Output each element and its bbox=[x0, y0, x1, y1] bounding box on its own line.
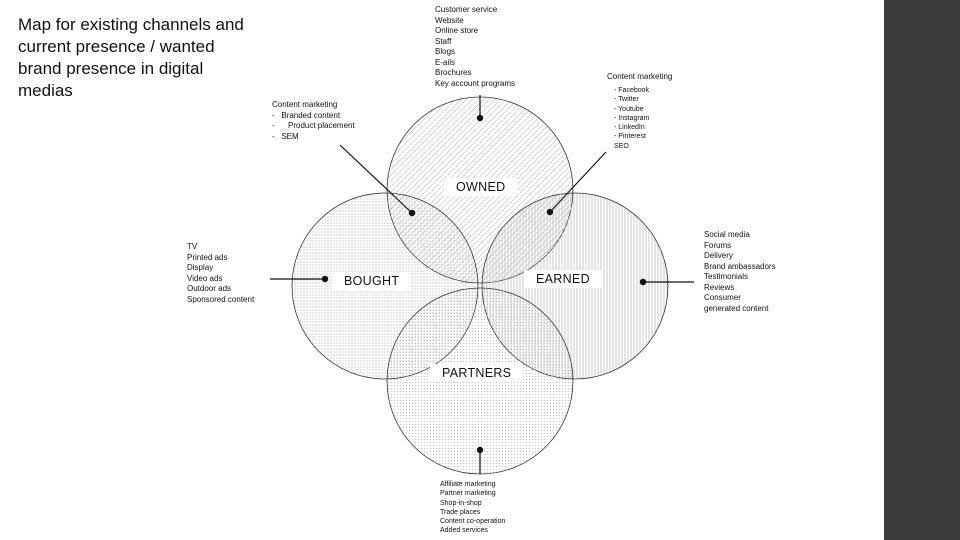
list-item: TV bbox=[187, 242, 198, 251]
list-item: Partner marketing bbox=[440, 490, 496, 498]
list-item: Outdoor ads bbox=[187, 284, 232, 293]
list-item: Delivery bbox=[704, 251, 733, 260]
list-item: Consumer bbox=[704, 293, 741, 302]
content-marketing-heading: Content marketing bbox=[272, 100, 338, 109]
list-item: - LinkedIn bbox=[614, 124, 645, 132]
list-item: - Facebook bbox=[614, 87, 650, 94]
list-item: Testimonials bbox=[704, 272, 749, 281]
list-item: - Pinterest bbox=[614, 133, 646, 141]
list-item: Website bbox=[435, 15, 464, 25]
list-item: Shop-in-shop bbox=[440, 499, 482, 507]
earned-channels-list: Social media Forums Delivery Brand ambas… bbox=[704, 230, 776, 314]
list-item: Brochures bbox=[435, 68, 472, 77]
list-item: Key account programs bbox=[435, 78, 516, 88]
owned-top-dot bbox=[476, 114, 484, 122]
list-item: Staff bbox=[435, 36, 452, 46]
list-item: - Instagram bbox=[614, 114, 650, 122]
list-item: Blogs bbox=[435, 47, 456, 56]
bought-dot bbox=[321, 275, 329, 283]
list-item: Online store bbox=[435, 26, 479, 35]
owned-right-dot bbox=[546, 208, 554, 216]
list-item: Reviews bbox=[704, 282, 735, 292]
list-item: Social media bbox=[704, 230, 750, 239]
list-item: Trade places bbox=[440, 508, 481, 516]
list-item: Customer service bbox=[435, 5, 498, 14]
list-item: Content co-operation bbox=[440, 518, 506, 526]
owned-label: OWNED bbox=[444, 178, 518, 196]
list-item: SEO bbox=[614, 142, 629, 150]
bought-channels-list: TV Printed ads Display Video ads Outdoor… bbox=[187, 242, 254, 305]
owned-left-connector bbox=[339, 144, 413, 214]
list-item: - Youtube bbox=[614, 105, 644, 113]
partners-label: PARTNERS bbox=[430, 364, 524, 382]
list-item: Affiliate marketing bbox=[440, 481, 496, 488]
list-item: Forums bbox=[704, 240, 732, 250]
list-item: - Product placement bbox=[272, 121, 355, 130]
partners-channels-list: Affiliate marketing Partner marketing Sh… bbox=[440, 480, 505, 536]
list-item: - Twitter bbox=[614, 96, 639, 104]
page-title: Map for existing channels and current pr… bbox=[18, 15, 244, 100]
list-item: Display bbox=[187, 263, 214, 272]
list-item: generated content bbox=[704, 303, 769, 313]
list-item: - SEM bbox=[272, 131, 299, 141]
earned-content-marketing-list: - Facebook - Twitter - Youtube - Instagr… bbox=[614, 86, 649, 151]
earned-dot bbox=[639, 278, 647, 286]
earned-content-marketing-heading: Content marketing bbox=[607, 72, 673, 81]
right-sidebar bbox=[884, 0, 960, 540]
owned-content-marketing: Content marketing - Branded content - Pr… bbox=[272, 100, 355, 142]
list-item: Sponsored content bbox=[187, 294, 255, 304]
list-item: Brand ambassadors bbox=[704, 261, 776, 271]
owned-left-dot bbox=[408, 209, 416, 217]
list-item: Printed ads bbox=[187, 252, 228, 262]
list-item: - Branded content bbox=[272, 110, 341, 120]
list-item: Added services bbox=[440, 527, 488, 535]
owned-right-connector bbox=[549, 151, 607, 213]
bought-label: BOUGHT bbox=[332, 272, 412, 290]
partners-dot bbox=[476, 446, 484, 454]
earned-label: EARNED bbox=[524, 270, 602, 288]
list-item: Video ads bbox=[187, 273, 223, 283]
owned-channels-list: Customer service Website Online store St… bbox=[435, 5, 515, 89]
list-item: E-ails bbox=[435, 57, 456, 67]
